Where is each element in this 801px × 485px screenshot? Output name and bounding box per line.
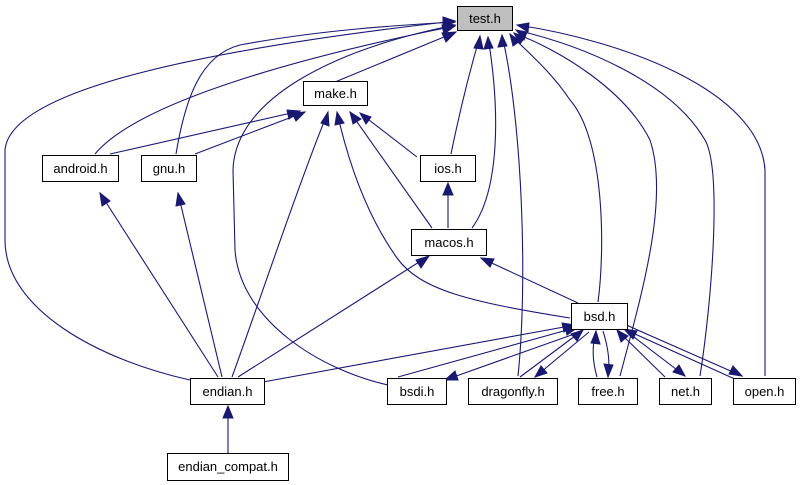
edge-android-to-test	[94, 25, 456, 155]
edge-gnu-to-test	[175, 21, 456, 155]
edge-macos-to-make	[349, 111, 433, 229]
edge-layer	[4, 20, 766, 455]
node-label: bsd.h	[584, 309, 616, 324]
node-android-h[interactable]: android.h	[42, 155, 119, 182]
arrowhead-bsd-to-test	[509, 32, 521, 47]
edge-ios-to-make	[359, 112, 418, 158]
arrowhead-bsd-to-open	[728, 365, 744, 377]
node-endian-h[interactable]: endian.h	[190, 378, 265, 405]
node-ios-h[interactable]: ios.h	[420, 155, 476, 182]
edge-make-to-test	[334, 31, 457, 83]
node-gnu-h[interactable]: gnu.h	[141, 155, 197, 182]
node-label: dragonfly.h	[481, 384, 544, 399]
arrowhead-macos-to-test	[483, 35, 494, 50]
edge-open-to-test	[516, 24, 766, 376]
node-bsdi-h[interactable]: bsdi.h	[387, 378, 447, 405]
node-endian-compat-h[interactable]: endian_compat.h	[167, 453, 289, 481]
node-label: free.h	[591, 384, 624, 399]
arrowhead-ios-to-test	[473, 34, 484, 50]
arrowhead-endian-to-android	[99, 191, 111, 207]
node-make-h[interactable]: make.h	[303, 81, 368, 106]
node-dragonfly-h[interactable]: dragonfly.h	[468, 378, 558, 405]
arrowhead-bsd-to-net	[672, 364, 687, 377]
edge-endian-to-bsd	[262, 324, 576, 383]
node-label: open.h	[745, 384, 785, 399]
arrowhead-free-to-bsd	[590, 329, 601, 345]
arrowhead-make-to-test	[441, 31, 458, 43]
arrowhead-bsd-to-free	[603, 363, 614, 379]
arrowhead-bsdi-to-test	[442, 22, 457, 33]
edge-android-to-make	[109, 110, 301, 155]
arrowhead-gnu-to-make	[291, 111, 307, 122]
node-macos-h[interactable]: macos.h	[411, 229, 487, 256]
arrowhead-open-to-bsd	[622, 328, 638, 340]
arrowhead-bsd-to-dragonfly	[533, 365, 548, 378]
arrowhead-layer	[99, 16, 744, 419]
node-label: bsdi.h	[400, 384, 435, 399]
arrowhead-net-to-bsd	[616, 328, 629, 343]
node-label: gnu.h	[153, 161, 186, 176]
node-label: android.h	[53, 161, 107, 176]
edge-bsd-to-open	[623, 323, 743, 377]
node-label: endian.h	[203, 384, 253, 399]
arrowhead-net-to-test	[514, 29, 528, 41]
edge-free-to-test	[513, 32, 658, 377]
edge-open-to-bsd	[623, 328, 738, 381]
node-free-h[interactable]: free.h	[578, 378, 638, 405]
edge-endian-to-macos	[237, 256, 428, 378]
edge-bsd-to-macos	[482, 258, 579, 304]
node-label: ios.h	[434, 161, 461, 176]
edge-dragonfly-to-bsd	[519, 329, 584, 378]
arrowhead-macos-to-make	[349, 110, 362, 125]
edge-net-to-test	[515, 29, 715, 377]
node-test-h[interactable]: test.h	[457, 6, 513, 31]
node-net-h[interactable]: net.h	[659, 378, 712, 405]
edge-bsdi-to-test	[232, 24, 456, 386]
node-label: net.h	[671, 384, 700, 399]
node-layer: test.h make.h android.h gnu.h ios.h maco…	[42, 6, 796, 481]
arrowhead-macos-to-ios	[442, 181, 454, 196]
node-label: test.h	[469, 11, 501, 26]
arrowhead-endian-compat-to-endian	[222, 404, 234, 419]
edge-gnu-to-make	[194, 111, 306, 155]
edge-bsd-to-make	[336, 111, 571, 319]
node-open-h[interactable]: open.h	[733, 378, 796, 405]
arrowhead-dragonfly-to-test	[497, 33, 508, 48]
arrowhead-ios-to-make	[358, 112, 372, 125]
edge-bsd-to-net	[625, 330, 686, 377]
edge-bsdi-to-bsd	[397, 326, 579, 378]
edge-endian-to-make	[231, 111, 329, 378]
edge-bsd-to-bsdi	[444, 331, 581, 381]
node-label: endian_compat.h	[178, 459, 278, 474]
edge-endian-to-android	[99, 192, 219, 378]
arrowhead-bsd-to-make	[334, 110, 345, 126]
node-label: macos.h	[424, 235, 473, 250]
arrowhead-bsd-to-macos	[479, 257, 495, 268]
node-bsd-h[interactable]: bsd.h	[571, 303, 628, 330]
edge-dragonfly-to-test	[501, 34, 524, 377]
arrowhead-open-to-test	[515, 22, 530, 33]
edge-endian-to-gnu	[177, 192, 223, 378]
arrowhead-endian-to-macos	[415, 255, 431, 269]
edge-macos-to-test	[471, 36, 497, 229]
arrowhead-dragonfly-to-bsd	[570, 329, 585, 342]
edge-ios-to-test	[450, 35, 481, 155]
arrowhead-bsd-to-bsdi	[443, 370, 459, 381]
node-label: make.h	[314, 86, 357, 101]
edge-endian-to-test	[4, 20, 456, 381]
arrowhead-endian-to-make	[320, 110, 330, 127]
arrowhead-endian-to-gnu	[175, 191, 186, 207]
edge-bsd-to-test	[509, 33, 603, 303]
